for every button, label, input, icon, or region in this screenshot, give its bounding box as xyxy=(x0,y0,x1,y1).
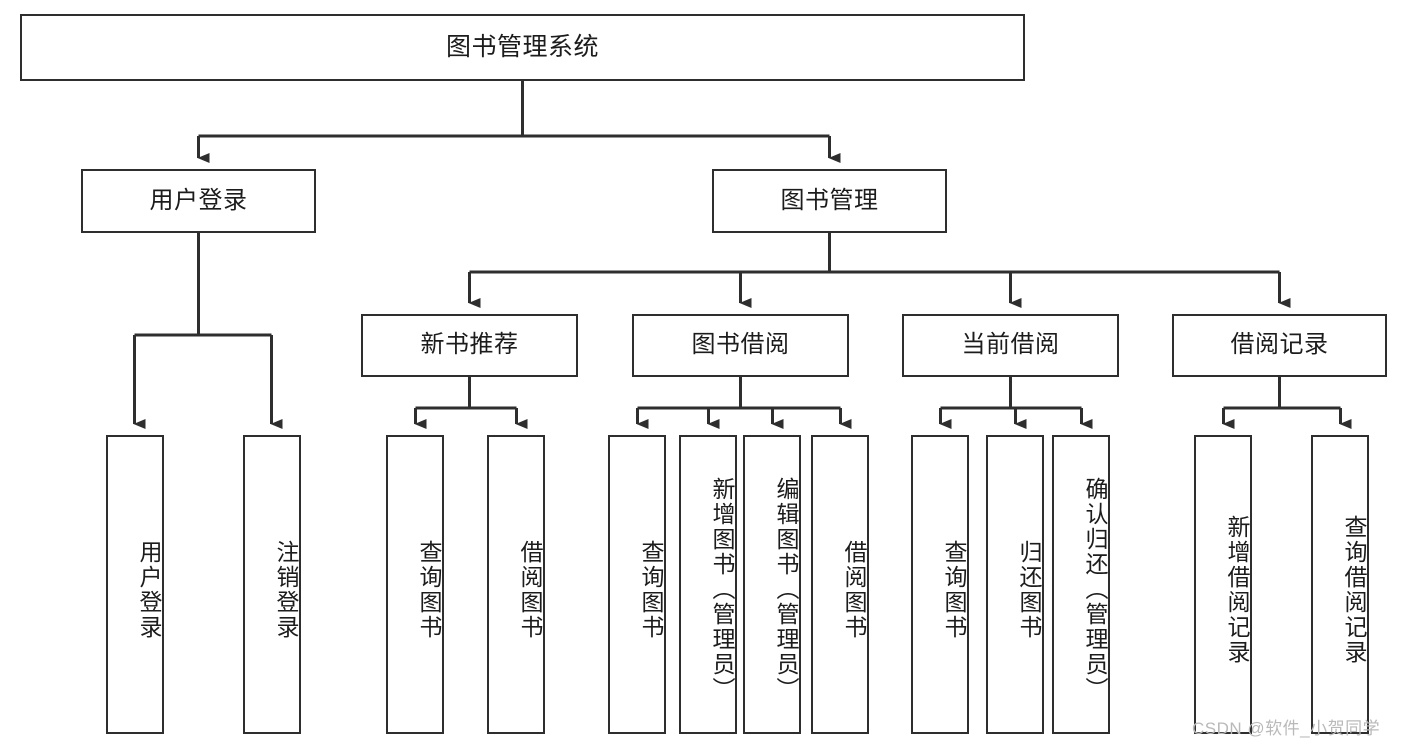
node-leaf-query-book-1[interactable]: 查询图书 xyxy=(386,435,444,734)
node-borrow-record[interactable]: 借阅记录 xyxy=(1172,314,1387,377)
node-leaf-confirm-return[interactable]: 确认归还（管理员） xyxy=(1052,435,1110,734)
csdn-watermark: CSDN @软件_小贺同学 xyxy=(1192,719,1381,738)
node-book-borrow[interactable]: 图书借阅 xyxy=(632,314,849,377)
node-book-management[interactable]: 图书管理 xyxy=(712,169,947,233)
node-leaf-user-login[interactable]: 用户登录 xyxy=(106,435,164,734)
node-leaf-edit-book[interactable]: 编辑图书（管理员） xyxy=(743,435,801,734)
node-new-book-recommend[interactable]: 新书推荐 xyxy=(361,314,578,377)
node-leaf-add-book[interactable]: 新增图书（管理员） xyxy=(679,435,737,734)
node-leaf-add-record[interactable]: 新增借阅记录 xyxy=(1194,435,1252,734)
node-leaf-query-record[interactable]: 查询借阅记录 xyxy=(1311,435,1369,734)
node-current-borrow[interactable]: 当前借阅 xyxy=(902,314,1119,377)
node-leaf-return-book[interactable]: 归还图书 xyxy=(986,435,1044,734)
node-user-login[interactable]: 用户登录 xyxy=(81,169,316,233)
node-leaf-borrow-book-2[interactable]: 借阅图书 xyxy=(811,435,869,734)
node-root[interactable]: 图书管理系统 xyxy=(20,14,1025,81)
node-leaf-query-book-3[interactable]: 查询图书 xyxy=(911,435,969,734)
node-leaf-query-book-2[interactable]: 查询图书 xyxy=(608,435,666,734)
node-leaf-borrow-book-1[interactable]: 借阅图书 xyxy=(487,435,545,734)
node-leaf-logout[interactable]: 注销登录 xyxy=(243,435,301,734)
